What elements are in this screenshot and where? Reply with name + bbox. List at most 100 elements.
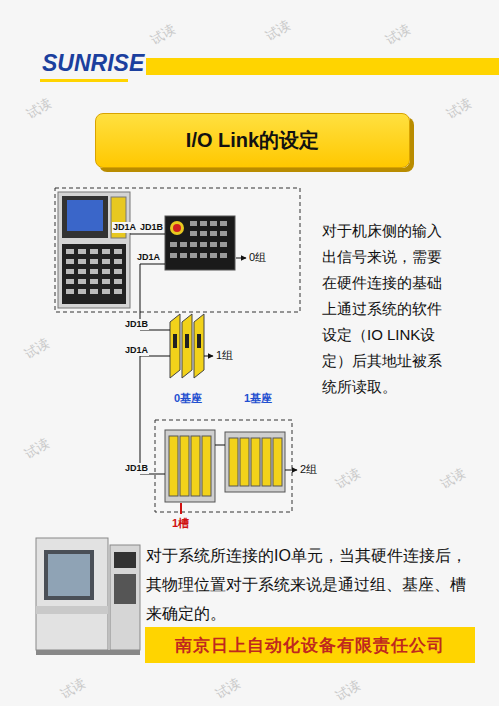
group-number: 1组 — [216, 349, 233, 362]
cnc-controller — [62, 196, 108, 238]
operator-panel — [170, 221, 184, 235]
io-unit-base-0 — [191, 436, 200, 496]
top-bar — [40, 79, 128, 82]
machine-picture — [44, 550, 94, 600]
operator-panel — [190, 231, 197, 236]
operator-panel — [170, 221, 227, 258]
watermark: 试读 — [332, 677, 364, 706]
cnc-controller — [114, 289, 122, 294]
machine-picture — [36, 538, 140, 655]
operator-panel — [220, 253, 227, 258]
io-unit-base-0 — [202, 436, 211, 496]
operator-panel — [200, 221, 207, 226]
operator-panel — [210, 242, 217, 247]
cnc-controller — [90, 279, 98, 284]
cnc-controller — [78, 279, 86, 284]
connector-name: JD1A — [124, 345, 149, 356]
cnc-controller — [114, 279, 122, 284]
group-arrow — [204, 258, 297, 470]
node-text: I/O Link的设定 — [186, 127, 319, 154]
operator-panel — [180, 253, 187, 258]
operator-panel — [220, 231, 227, 236]
group-number: 0组 — [249, 251, 266, 264]
link-cable — [140, 356, 170, 474]
machine-picture — [36, 650, 140, 655]
io-module — [182, 314, 192, 378]
operator-panel — [170, 253, 177, 258]
io-unit-base-1 — [273, 438, 282, 486]
watermark: 试读 — [21, 335, 53, 364]
cnc-controller — [90, 259, 98, 264]
cnc-controller — [66, 249, 122, 294]
io-unit-base-0 — [165, 430, 215, 502]
operator-panel — [220, 221, 227, 226]
watermark: 试读 — [147, 21, 179, 50]
watermark: 试读 — [212, 675, 244, 704]
machine-picture — [114, 574, 136, 604]
watermark: 试读 — [382, 21, 414, 50]
connector-name: JD1B — [124, 463, 149, 474]
cnc-controller — [66, 279, 74, 284]
base-number: 0基座 — [174, 392, 202, 405]
watermark: 试读 — [21, 435, 53, 464]
operator-panel — [200, 242, 207, 247]
io-unit-base-1 — [251, 438, 260, 486]
machine-picture — [48, 554, 90, 596]
cnc-controller — [114, 259, 122, 264]
operator-panel — [200, 231, 207, 236]
connector-name: JD1A — [136, 252, 161, 263]
dashed-frame — [55, 188, 300, 312]
io-unit-base-1 — [225, 432, 285, 492]
io-module — [197, 334, 201, 348]
cnc-controller — [66, 269, 74, 274]
io-unit-base-1 — [240, 438, 249, 486]
group-arrow — [285, 470, 297, 471]
operator-panel — [190, 253, 197, 258]
cnc-controller — [102, 259, 110, 264]
cnc-controller — [102, 249, 110, 254]
group-number: 2组 — [300, 463, 317, 476]
company-band: 南京日上自动化设备有限责任公司 — [145, 627, 475, 663]
slot-pointer — [181, 503, 182, 514]
explanation-text: 对于系统所连接的IO单元，当其硬件连接后，其物理位置对于系统来说是通过组、基座、… — [146, 541, 476, 628]
operator-panel — [190, 221, 197, 226]
io-module — [185, 334, 189, 348]
cnc-controller — [90, 249, 98, 254]
operator-panel — [165, 216, 235, 270]
link-cable — [215, 445, 225, 446]
io-module — [170, 314, 204, 378]
cnc-controller — [66, 289, 74, 294]
cnc-controller — [78, 289, 86, 294]
link-cable — [130, 234, 165, 235]
watermark: 试读 — [23, 95, 55, 124]
cnc-controller — [78, 259, 86, 264]
cnc-controller — [62, 244, 126, 304]
operator-panel — [210, 231, 217, 236]
machine-picture — [36, 606, 108, 614]
connector-name: JD1B — [139, 222, 164, 233]
io-unit-base-0 — [165, 430, 215, 502]
cnc-controller — [78, 249, 86, 254]
cnc-controller — [67, 200, 103, 231]
cnc-controller — [114, 269, 122, 274]
explanation-text: 对于机床侧的输入出信号来说，需要在硬件连接的基础上通过系统的软件设定（IO LI… — [322, 218, 448, 400]
connector-name: JD1B — [124, 319, 149, 330]
io-module — [173, 334, 177, 348]
cnc-controller — [90, 289, 98, 294]
connector-name: JD1A — [112, 222, 137, 233]
group-arrow — [236, 258, 246, 259]
cnc-controller — [102, 279, 110, 284]
cnc-controller — [66, 259, 74, 264]
io-unit-base-1 — [229, 438, 238, 486]
dashed-frame — [155, 420, 292, 512]
operator-panel — [180, 242, 187, 247]
machine-picture — [36, 538, 108, 650]
io-unit-base-1 — [225, 432, 285, 492]
machine-picture — [110, 545, 140, 650]
watermark: 试读 — [443, 95, 475, 124]
operator-panel — [190, 242, 197, 247]
cnc-controller — [78, 269, 86, 274]
io-module — [170, 314, 180, 378]
dashed-frame — [55, 188, 300, 512]
